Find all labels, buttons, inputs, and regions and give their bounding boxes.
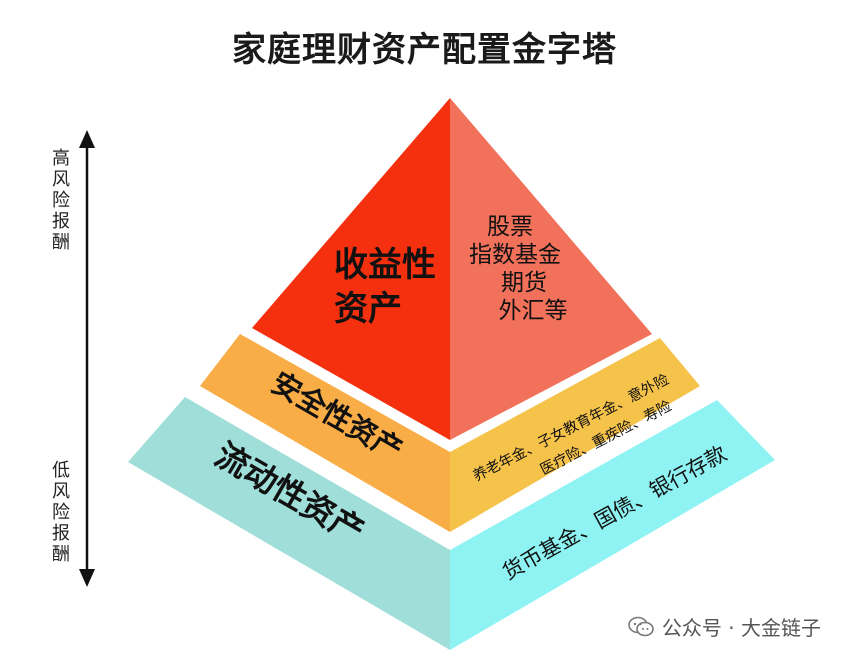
tier-return-example-3: 期货 bbox=[501, 270, 547, 296]
tier-return-side bbox=[450, 98, 652, 440]
tier-safety-side bbox=[450, 338, 700, 532]
low-risk-label: 低风险报酬 bbox=[52, 460, 70, 565]
page-title: 家庭理财资产配置金字塔 bbox=[232, 30, 617, 70]
tier-return-example-1: 股票 bbox=[487, 214, 533, 240]
tier-safety-assets: 安全性资产 养老年金、子女教育年金、意外险 医疗险、重疾险、寿险 bbox=[200, 334, 700, 532]
tier-return-example-4: 外汇等 bbox=[499, 298, 568, 324]
tier-return-assets: 收益性 资产 股票 指数基金 期货 外汇等 bbox=[252, 98, 652, 440]
wechat-icon bbox=[628, 616, 654, 636]
tier-return-example-2: 指数基金 bbox=[469, 242, 561, 268]
high-risk-label: 高风险报酬 bbox=[52, 148, 70, 253]
tier-liquidity-side bbox=[450, 400, 775, 650]
risk-arrow bbox=[79, 130, 95, 587]
tier-liquidity-front bbox=[128, 397, 450, 650]
tier-safety-front bbox=[200, 334, 450, 532]
tier-return-front bbox=[252, 98, 450, 440]
watermark: 公众号 · 大金链子 bbox=[628, 612, 821, 641]
tier-return-name-line1: 收益性 bbox=[334, 245, 436, 285]
tier-return-name-line2: 资产 bbox=[334, 289, 402, 329]
watermark-text: 公众号 · 大金链子 bbox=[661, 616, 821, 640]
